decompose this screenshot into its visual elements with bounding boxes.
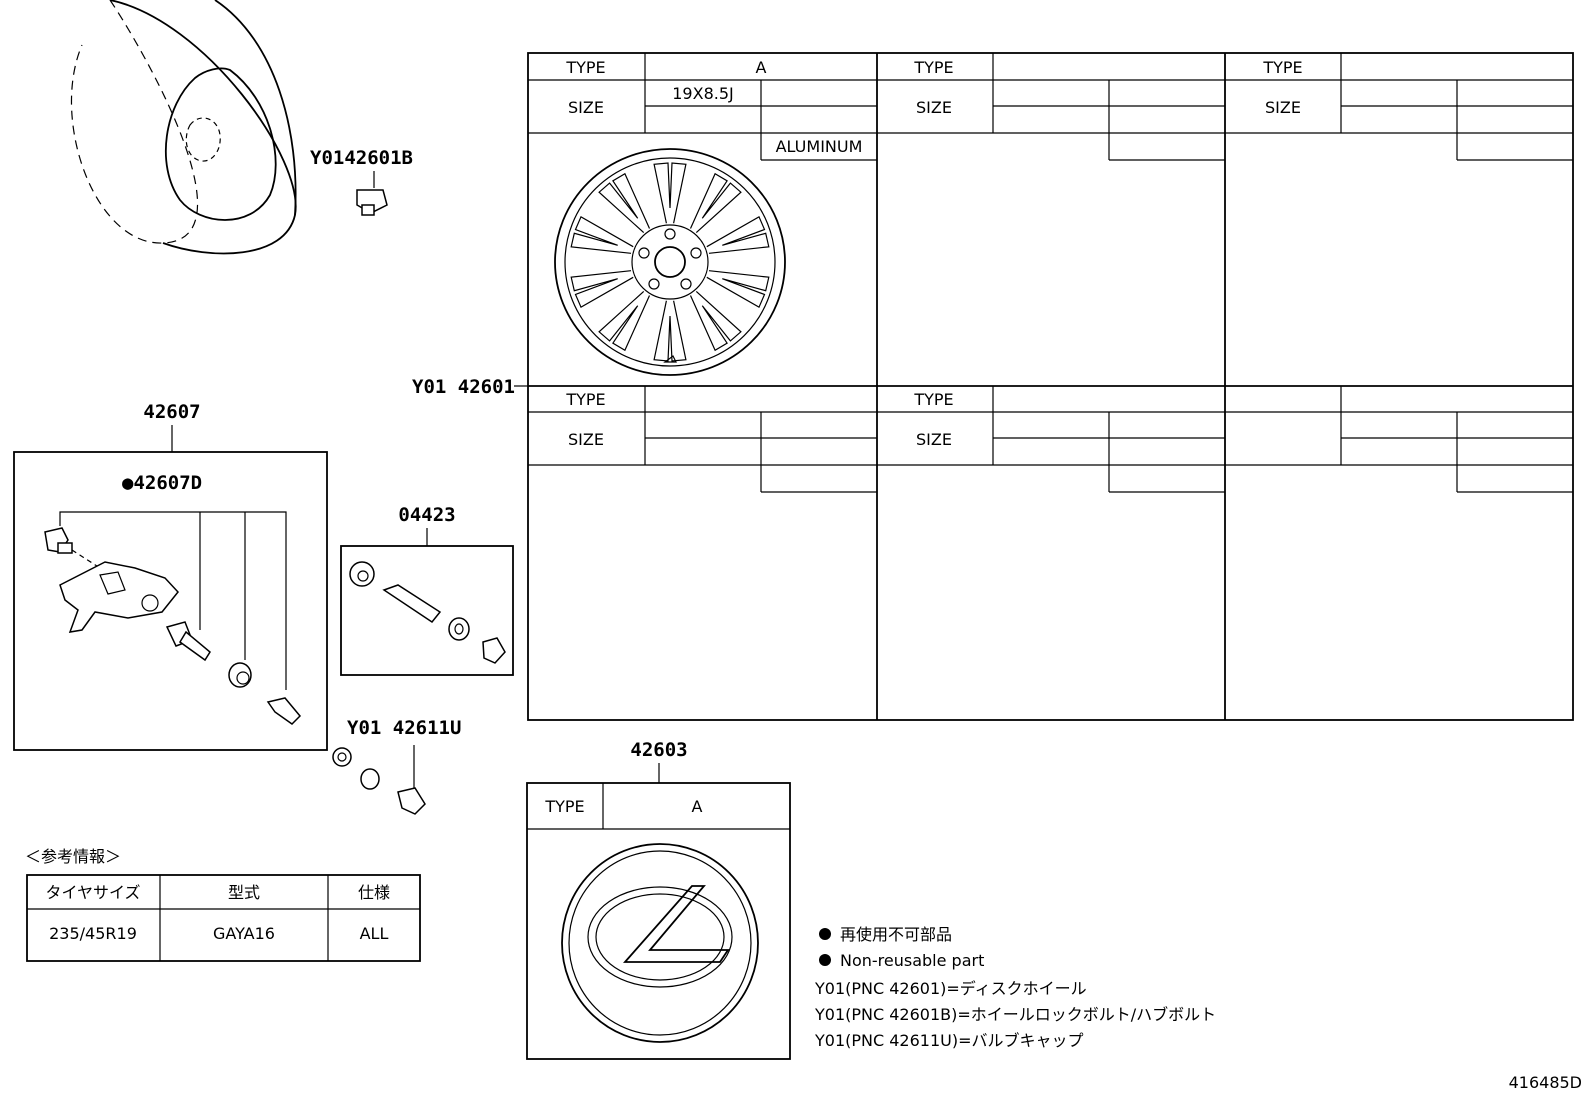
sensor-leader-lines — [59, 511, 287, 690]
sensor-kit-box — [13, 451, 328, 751]
size-value-a: 19X8.5J — [672, 84, 733, 103]
type-header-1: TYPE — [565, 58, 605, 77]
size-header-2: SIZE — [916, 98, 952, 117]
wheel-spoke — [653, 162, 687, 224]
valve-washer-icon — [448, 617, 470, 641]
valve-stem-icon — [382, 584, 442, 624]
note-line-1: Y01(PNC 42601)=ディスクホイール — [814, 979, 1087, 998]
tire-illustration — [70, 0, 297, 255]
sensor-grommet-icon — [228, 662, 252, 688]
reference-header-spec: 仕様 — [358, 883, 390, 902]
bolt-part-number: Y0142601B — [310, 147, 413, 169]
emblem-type-label: TYPE — [544, 797, 584, 816]
wheel-spoke — [570, 215, 634, 254]
sensor-cap-icon — [266, 697, 302, 725]
size-header-1: SIZE — [568, 98, 604, 117]
type-header-4: TYPE — [565, 390, 605, 409]
note-line-3: Y01(PNC 42611U)=バルブキャップ — [814, 1031, 1084, 1050]
note-line-2: Y01(PNC 42601B)=ホイールロックボルト/ハブボルト — [814, 1005, 1216, 1024]
reference-header-tire-size: タイヤサイズ — [45, 883, 140, 902]
wheel-spoke — [706, 270, 770, 309]
valve-part-number: 04423 — [398, 504, 455, 526]
tpms-sensor-icon — [44, 527, 179, 633]
wheel-spoke — [653, 300, 687, 362]
note-non-reusable-en: Non-reusable part — [840, 951, 984, 970]
sensor-part-number: ●42607D — [122, 472, 202, 494]
valve-nut-icon — [482, 637, 506, 664]
emblem-type-value: A — [692, 797, 703, 816]
wheel-spoke — [689, 290, 742, 352]
wheel-spoke — [570, 270, 634, 309]
wheel-type-table — [527, 52, 1574, 721]
wheel-spoke — [706, 215, 770, 254]
diagram-id: 416485D — [1509, 1073, 1582, 1092]
wheel-spoke — [689, 172, 742, 234]
note-non-reusable-jp: 再使用不可部品 — [840, 925, 952, 944]
bullet-icon — [819, 954, 831, 966]
type-header-5: TYPE — [913, 390, 953, 409]
aluminum-wheel-illustration — [554, 148, 786, 376]
wheel-spoke — [598, 290, 651, 352]
reference-cell-tire-size: 235/45R19 — [49, 924, 137, 943]
size-header-5: SIZE — [916, 430, 952, 449]
cap-part-number: Y01 42611U — [347, 717, 461, 739]
type-value-a: A — [756, 58, 767, 77]
size-header-3: SIZE — [1265, 98, 1301, 117]
emblem-table — [526, 782, 791, 1060]
lexus-emblem-icon — [561, 843, 759, 1043]
emblem-part-number: 42603 — [630, 739, 687, 761]
valve-kit-box — [340, 545, 514, 676]
wheel-spoke — [598, 172, 651, 234]
wheel-lock-bolt-icon — [356, 171, 388, 216]
sensor-valve-stem-icon — [165, 621, 211, 662]
type-header-2: TYPE — [913, 58, 953, 77]
reference-cell-spec: ALL — [360, 924, 389, 943]
type-header-3: TYPE — [1262, 58, 1302, 77]
valve-cap-set-icon — [332, 747, 426, 815]
reference-table — [26, 874, 421, 962]
reference-title: ＜参考情報＞ — [25, 847, 121, 866]
size-header-4: SIZE — [568, 430, 604, 449]
wheel-part-number: Y01 42601 — [412, 376, 515, 398]
bullet-icon — [819, 928, 831, 940]
reference-cell-model: GAYA16 — [213, 924, 275, 943]
reference-header-model: 型式 — [228, 883, 260, 902]
valve-grommet-icon — [349, 561, 375, 587]
material-value-a: ALUMINUM — [776, 137, 863, 156]
sensor-kit-part-number: 42607 — [143, 401, 200, 423]
